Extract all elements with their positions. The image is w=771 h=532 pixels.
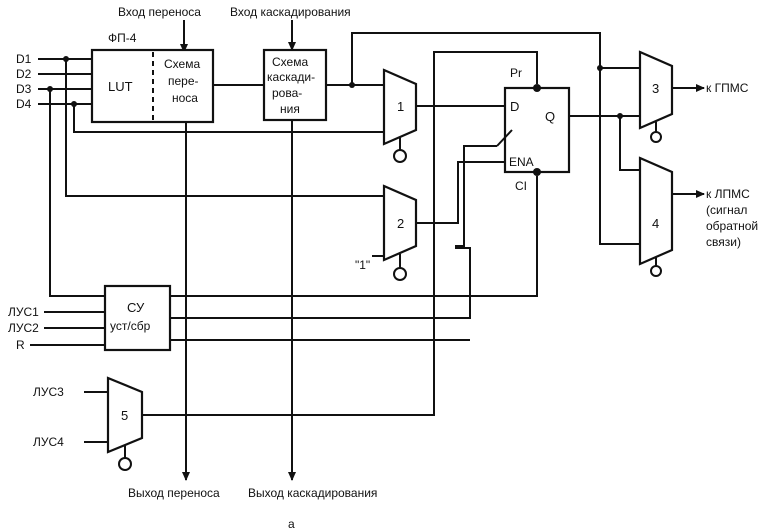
- mux-2-select-bubble: [393, 267, 407, 281]
- d4-label: D4: [16, 97, 32, 111]
- cascade-line-4: ния: [280, 102, 300, 116]
- su-line-2: уст/сбр: [110, 319, 151, 333]
- carry-out-label: Выход переноса: [128, 486, 220, 500]
- mux-4-label: 4: [652, 216, 659, 231]
- su-line-1: СУ: [127, 300, 145, 315]
- lus2-label: ЛУС2: [8, 321, 39, 335]
- mux-3-label: 3: [652, 81, 659, 96]
- lpms-line-4: связи): [706, 235, 741, 249]
- mux-2-label: 2: [397, 216, 404, 231]
- mux-1-select-bubble: [393, 149, 407, 163]
- cl-wire: [170, 176, 538, 297]
- cascade-in-label: Вход каскадирования: [230, 5, 351, 19]
- trigger-cl-bubble: [533, 168, 541, 176]
- carry-line-3: носа: [172, 91, 198, 105]
- trigger-pr: Pr: [510, 66, 522, 80]
- lus1-label: ЛУС1: [8, 305, 39, 319]
- lpms-line-3: обратной: [706, 219, 758, 233]
- figure-caption: а: [288, 517, 295, 531]
- clock-arrow: [496, 129, 513, 147]
- lpms-line-1: к ЛПМС: [706, 187, 750, 201]
- carry-line-2: пере-: [168, 74, 199, 88]
- gpms-label: к ГПМС: [706, 81, 749, 95]
- cascade-line-3: рова-: [272, 86, 302, 100]
- trigger-block: [503, 86, 571, 174]
- d3-label: D3: [16, 82, 32, 96]
- const-one-label: "1": [355, 258, 370, 272]
- cascade-bypass-wire: [351, 32, 640, 245]
- trigger-ena: ENA: [509, 155, 534, 169]
- cascade-line-1: Схема: [272, 55, 308, 69]
- lus4-label: ЛУС4: [33, 435, 64, 449]
- trigger-q: Q: [545, 109, 555, 124]
- mux-3: [638, 50, 674, 130]
- mux-5-label: 5: [121, 408, 128, 423]
- clock-wire: [170, 145, 497, 319]
- mux-5: [106, 376, 144, 454]
- fp4-title: ФП-4: [108, 31, 137, 45]
- pr-wire: [142, 51, 538, 416]
- mux-5-select-bubble: [118, 457, 132, 471]
- trigger-pr-bubble: [533, 84, 541, 92]
- lus3-label: ЛУС3: [33, 385, 64, 399]
- d4-to-mux1-wire: [73, 104, 384, 133]
- d1-label: D1: [16, 52, 32, 66]
- mux-1: [382, 68, 418, 146]
- mux2-to-ena-wire: [416, 161, 505, 224]
- mux-4: [638, 156, 674, 266]
- trigger-d: D: [510, 99, 519, 114]
- q-output-wire: [569, 115, 640, 171]
- r-label: R: [16, 338, 25, 352]
- trigger-cl: CI: [515, 179, 527, 193]
- d1-to-mux2-wire: [65, 59, 384, 197]
- carry-line-1: Схема: [164, 57, 200, 71]
- cascade-line-2: каскади-: [267, 70, 315, 84]
- mux-3-select-bubble: [650, 131, 662, 143]
- lpms-line-2: (сигнал: [706, 203, 747, 217]
- d3-to-su-wire: [49, 89, 105, 297]
- su-block: [103, 284, 172, 352]
- cascade-out-label: Выход каскадирования: [248, 486, 377, 500]
- mux-2: [382, 184, 418, 262]
- mux-4-select-bubble: [650, 265, 662, 277]
- cascade-block: [262, 48, 328, 122]
- lut-label: LUT: [108, 79, 133, 94]
- d2-label: D2: [16, 67, 32, 81]
- carry-in-label: Вход переноса: [118, 5, 201, 19]
- mux-1-label: 1: [397, 99, 404, 114]
